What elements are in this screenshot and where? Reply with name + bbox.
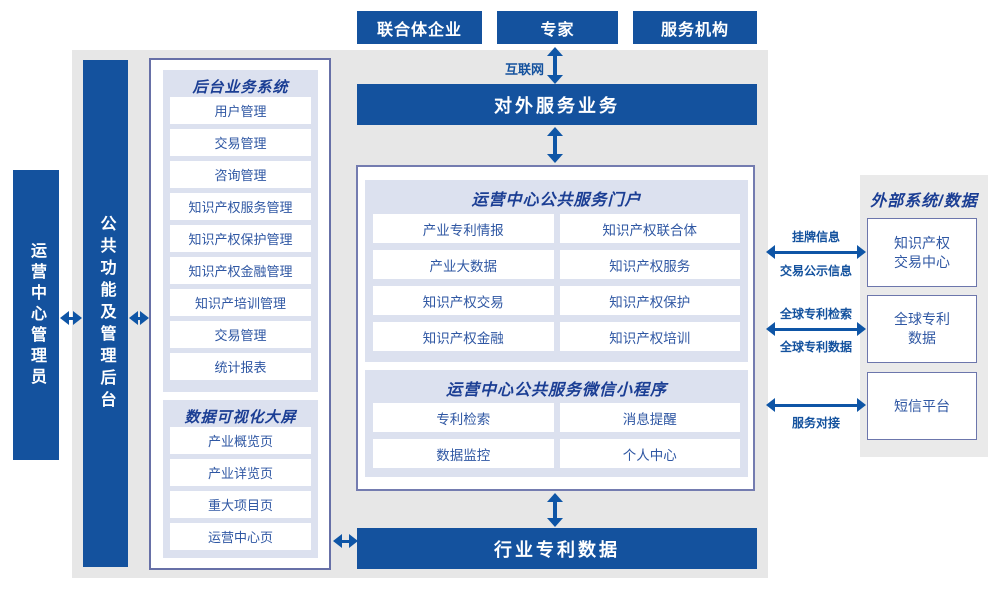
arrow-shaft bbox=[773, 327, 859, 331]
mini-program-item: 消息提醒 bbox=[559, 403, 740, 432]
data-viz-panel: 数据可视化大屏 产业概览页 产业详览页 重大项目页 运营中心页 bbox=[163, 400, 318, 558]
mini-program-item: 个人中心 bbox=[559, 439, 740, 468]
double-arrow-internet-icon bbox=[547, 47, 563, 84]
mini-program-item: 专利检索 bbox=[373, 403, 554, 432]
portal-item: 知识产权服务 bbox=[559, 250, 740, 279]
double-arrow-viz-patent-icon bbox=[333, 534, 358, 548]
external-systems-panel: 外部系统/数据 知识产权 交易中心 全球专利 数据 短信平台 bbox=[860, 175, 988, 457]
back-office-item: 统计报表 bbox=[170, 353, 311, 380]
back-office-box: 后台业务系统 用户管理 交易管理 咨询管理 知识产权服务管理 知识产权保护管理 … bbox=[149, 58, 331, 570]
double-arrow-service-portal-icon bbox=[547, 127, 563, 163]
double-arrow-patent-data-icon bbox=[547, 493, 563, 527]
center-services-box: 运营中心公共服务门户 产业专利情报 知识产权联合体 产业大数据 知识产权服务 知… bbox=[356, 165, 755, 491]
portal-item: 产业专利情报 bbox=[373, 214, 554, 243]
data-viz-item: 运营中心页 bbox=[170, 523, 311, 550]
double-arrow-global-patent-icon bbox=[766, 322, 866, 336]
node-consortium-enterprise: 联合体企业 bbox=[357, 11, 482, 44]
mini-program-panel: 运营中心公共服务微信小程序 专利检索 消息提醒 数据监控 个人中心 bbox=[365, 370, 748, 477]
listing-info-label: 挂牌信息 bbox=[791, 230, 840, 244]
arrow-shaft bbox=[340, 539, 351, 543]
node-expert: 专家 bbox=[497, 11, 618, 44]
double-arrow-trade-center-icon bbox=[766, 245, 866, 259]
back-office-item: 知识产权金融管理 bbox=[170, 257, 311, 284]
data-viz-title: 数据可视化大屏 bbox=[184, 409, 297, 426]
back-office-panel: 后台业务系统 用户管理 交易管理 咨询管理 知识产权服务管理 知识产权保护管理 … bbox=[163, 70, 318, 392]
back-office-item: 知识产培训管理 bbox=[170, 289, 311, 316]
back-office-item: 交易管理 bbox=[170, 321, 311, 348]
data-viz-item: 重大项目页 bbox=[170, 491, 311, 518]
external-systems-title: 外部系统/数据 bbox=[870, 193, 978, 210]
double-arrow-sms-icon bbox=[766, 398, 866, 412]
service-connect-label: 服务对接 bbox=[791, 416, 840, 430]
arrow-shaft bbox=[553, 54, 557, 77]
back-office-item: 交易管理 bbox=[170, 129, 311, 156]
node-ip-trade-center: 知识产权 交易中心 bbox=[867, 218, 977, 287]
double-arrow-backend-panel-icon bbox=[129, 311, 149, 325]
data-viz-item: 产业详览页 bbox=[170, 459, 311, 486]
portal-item: 产业大数据 bbox=[373, 250, 554, 279]
arrow-shaft bbox=[67, 316, 75, 320]
portal-panel: 运营中心公共服务门户 产业专利情报 知识产权联合体 产业大数据 知识产权服务 知… bbox=[365, 180, 748, 362]
double-arrow-admin-backend-icon bbox=[60, 311, 82, 325]
global-patent-search-label: 全球专利检索 bbox=[779, 307, 852, 321]
node-global-patent-data: 全球专利 数据 bbox=[867, 295, 977, 363]
node-service-agency: 服务机构 bbox=[633, 11, 757, 44]
backend-vertical-bar: 公共功能及管理后台 bbox=[83, 60, 128, 567]
trade-publicity-label: 交易公示信息 bbox=[779, 264, 852, 278]
back-office-title: 后台业务系统 bbox=[192, 79, 289, 96]
arrow-shaft bbox=[773, 403, 859, 407]
global-patent-data-label: 全球专利数据 bbox=[779, 340, 852, 354]
portal-item: 知识产权金融 bbox=[373, 322, 554, 351]
portal-item: 知识产权保护 bbox=[559, 286, 740, 315]
arrow-shaft bbox=[773, 250, 859, 254]
mini-program-item: 数据监控 bbox=[373, 439, 554, 468]
admin-vertical-bar: 运营中心管理员 bbox=[13, 170, 59, 460]
back-office-item: 用户管理 bbox=[170, 97, 311, 124]
external-service-bar: 对外服务业务 bbox=[357, 84, 757, 125]
portal-item: 知识产权交易 bbox=[373, 286, 554, 315]
data-viz-item: 产业概览页 bbox=[170, 427, 311, 454]
arrow-shaft bbox=[136, 316, 142, 320]
arrow-shaft bbox=[553, 500, 557, 520]
internet-label: 互联网 bbox=[504, 62, 544, 77]
back-office-item: 咨询管理 bbox=[170, 161, 311, 188]
node-sms-platform: 短信平台 bbox=[867, 372, 977, 440]
mini-program-title: 运营中心公共服务微信小程序 bbox=[445, 382, 667, 399]
portal-item: 知识产权培训 bbox=[559, 322, 740, 351]
back-office-item: 知识产权服务管理 bbox=[170, 193, 311, 220]
arrow-shaft bbox=[553, 134, 557, 156]
portal-item: 知识产权联合体 bbox=[559, 214, 740, 243]
industry-patent-bar: 行业专利数据 bbox=[357, 528, 757, 569]
portal-title: 运营中心公共服务门户 bbox=[471, 192, 642, 209]
back-office-item: 知识产权保护管理 bbox=[170, 225, 311, 252]
